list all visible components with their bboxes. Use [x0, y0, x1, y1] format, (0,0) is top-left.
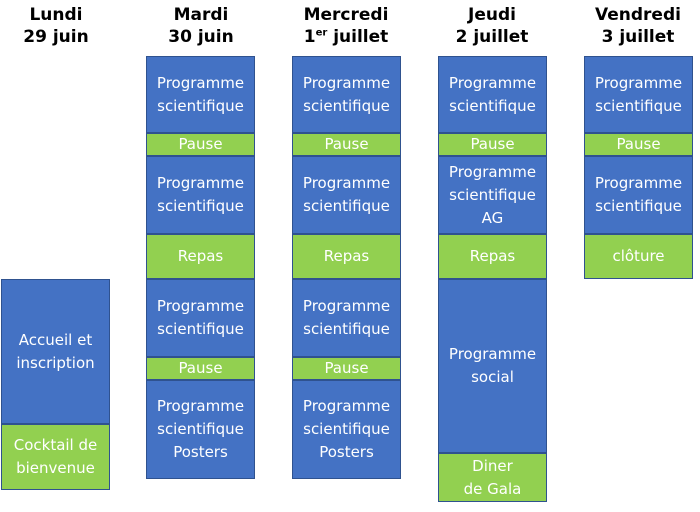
session-posters: Programme scientifique Posters: [146, 380, 255, 479]
session-programme-scientifique: Programme scientifique: [146, 279, 255, 357]
day-name: Lundi: [29, 5, 83, 25]
session-programme-scientifique: Programme scientifique: [292, 156, 401, 234]
session-programme-scientifique: Programme scientifique: [584, 156, 693, 234]
day-header-mercredi: Mercredi 1er juillet: [276, 4, 416, 48]
session-repas: Repas: [146, 234, 255, 279]
day-name: Jeudi: [468, 5, 516, 25]
day-header-jeudi: Jeudi 2 juillet: [422, 4, 562, 48]
day-date: 2 juillet: [455, 27, 529, 47]
session-programme-scientifique: Programme scientifique: [438, 56, 547, 133]
session-programme-social: Programme social: [438, 279, 547, 453]
day-name: Mercredi: [303, 5, 389, 25]
session-cocktail: Cocktail de bienvenue: [1, 424, 110, 490]
day-header-vendredi: Vendredi 3 juillet: [568, 4, 700, 48]
session-repas: Repas: [292, 234, 401, 279]
day-header-mardi: Mardi 30 juin: [131, 4, 271, 48]
session-pause: Pause: [146, 357, 255, 380]
day-date: 29 juin: [23, 27, 89, 47]
session-programme-scientifique: Programme scientifique: [146, 156, 255, 234]
session-pause: Pause: [438, 133, 547, 156]
day-date: 3 juillet: [601, 27, 675, 47]
day-name: Mardi: [173, 5, 229, 25]
session-pause: Pause: [146, 133, 255, 156]
session-cloture: clôture: [584, 234, 693, 279]
session-diner-gala: Diner de Gala: [438, 453, 547, 502]
session-pause: Pause: [292, 357, 401, 380]
day-date: 30 juin: [168, 27, 234, 47]
day-name: Vendredi: [595, 5, 681, 25]
day-date: 1er juillet: [303, 27, 389, 47]
session-pause: Pause: [292, 133, 401, 156]
session-programme-scientifique: Programme scientifique: [146, 56, 255, 133]
session-posters: Programme scientifique Posters: [292, 380, 401, 479]
session-programme-scientifique: Programme scientifique: [292, 279, 401, 357]
session-programme-scientifique: Programme scientifique: [584, 56, 693, 133]
session-accueil: Accueil et inscription: [1, 279, 110, 424]
day-header-lundi: Lundi 29 juin: [0, 4, 126, 48]
session-assemblee-generale: Programme scientifique AG: [438, 156, 547, 234]
session-repas: Repas: [438, 234, 547, 279]
session-programme-scientifique: Programme scientifique: [292, 56, 401, 133]
session-pause: Pause: [584, 133, 693, 156]
